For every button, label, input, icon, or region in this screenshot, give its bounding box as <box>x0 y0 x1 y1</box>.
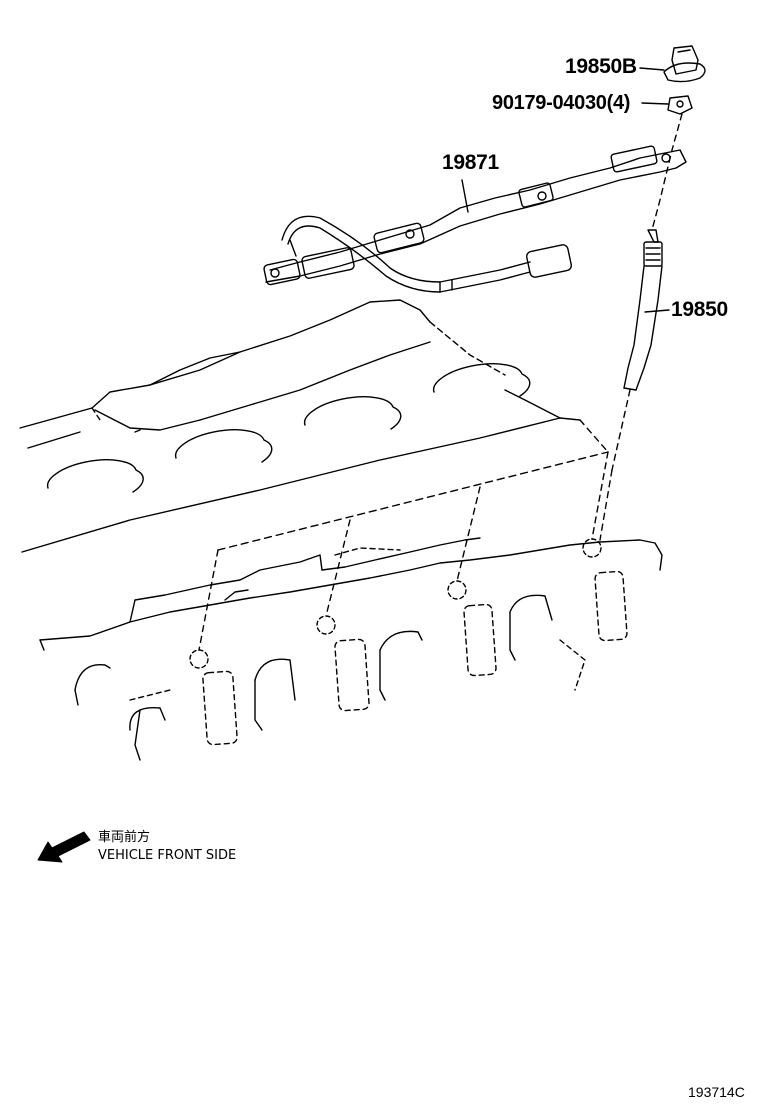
part-label-nut-cap: 19850B <box>565 55 637 78</box>
leader-glow-plug <box>645 310 669 312</box>
cylinder-bore-3 <box>305 397 401 429</box>
leader-wire-harness <box>462 180 468 212</box>
glow-plug <box>600 230 662 540</box>
figure-number: 193714C <box>688 1084 745 1100</box>
direction-label-en: VEHICLE FRONT SIDE <box>98 848 237 863</box>
part-label-nut: 90179-04030(4) <box>492 92 631 114</box>
cylinder-bore-1 <box>48 460 144 492</box>
leader-nut-cap <box>640 68 664 70</box>
cylinder-bore-2 <box>176 430 272 462</box>
nut-cap <box>664 46 705 82</box>
part-label-glow-plug: 19850 <box>671 298 728 321</box>
nut <box>668 96 692 114</box>
direction-label-jp: 車両前方 <box>98 830 151 845</box>
plug-center-line <box>652 114 682 230</box>
part-label-wire-harness: 19871 <box>442 151 499 174</box>
front-direction-arrow <box>38 832 90 862</box>
wire-harness <box>263 146 686 292</box>
cylinder-head <box>20 300 580 555</box>
glow-plug-bosses <box>40 420 662 760</box>
cylinder-bore-4 <box>434 364 530 396</box>
leader-nut <box>642 103 668 104</box>
